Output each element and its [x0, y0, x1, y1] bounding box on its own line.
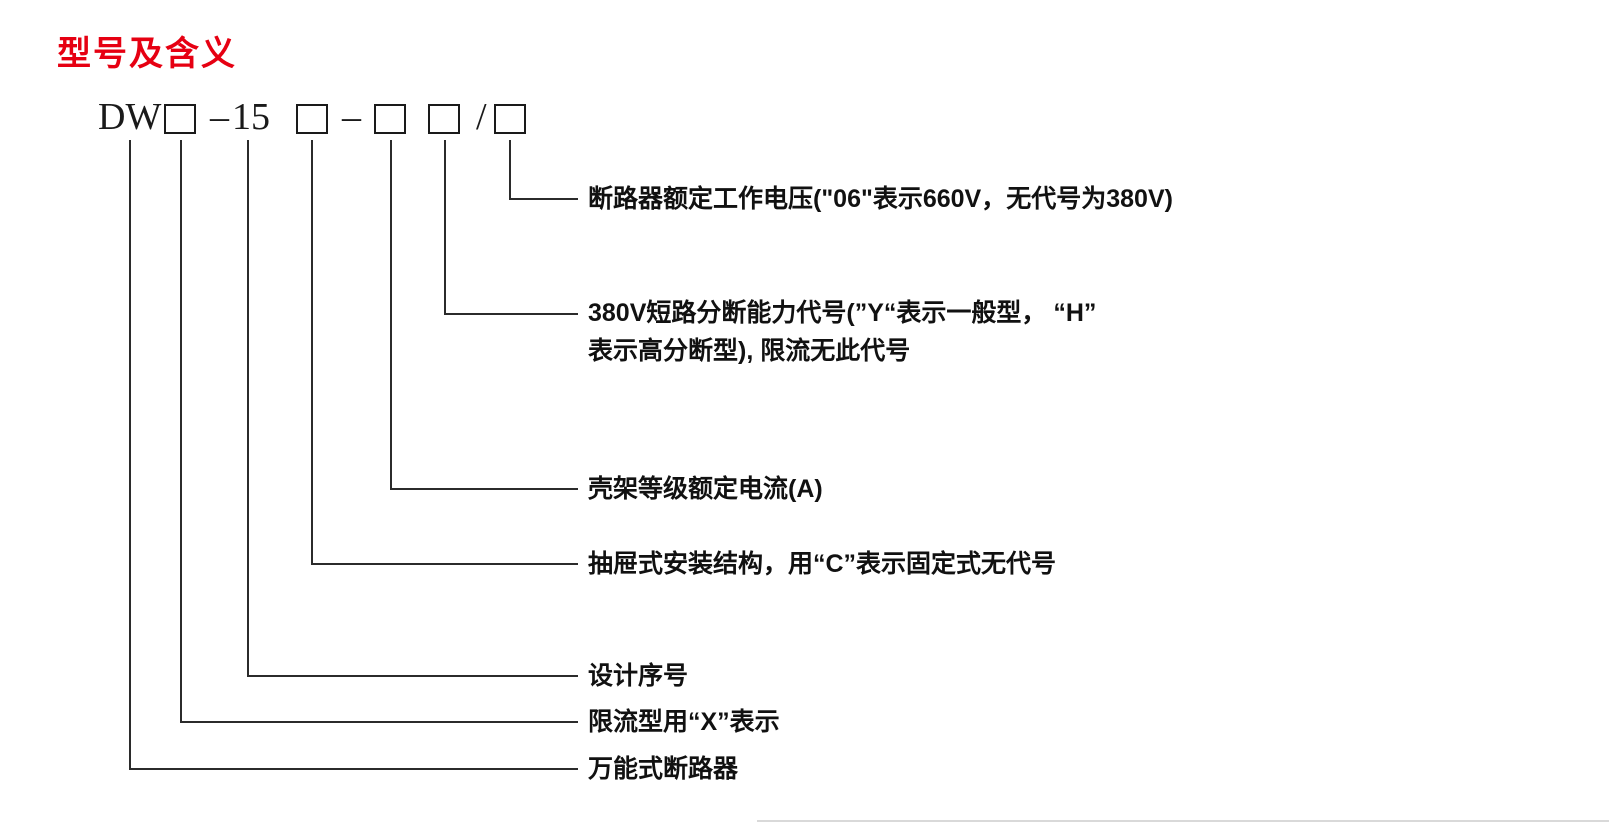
annotation-frame-rated-current: 壳架等级额定电流(A) — [588, 475, 823, 503]
annotation-universal-breaker: 万能式断路器 — [588, 755, 739, 783]
connector-hline-drawer-type — [311, 563, 578, 565]
connector-vline-current-limiting — [180, 140, 182, 723]
annotation-breaking-capacity-line1: 380V短路分断能力代号(”Y“表示一般型， “H” — [588, 299, 1097, 327]
model-box-3 — [374, 104, 406, 134]
connector-hline-universal-breaker — [129, 768, 578, 770]
connector-vline-design-serial — [247, 140, 249, 677]
page-title: 型号及含义 — [57, 35, 237, 73]
connector-vline-breaking-capacity — [444, 140, 446, 315]
model-slash: / — [476, 96, 487, 138]
connector-hline-rated-voltage — [509, 198, 578, 200]
connector-hline-design-serial — [247, 675, 578, 677]
annotation-current-limiting: 限流型用“X”表示 — [588, 708, 780, 736]
connector-hline-frame-current — [390, 488, 578, 490]
model-dash-2: – — [342, 96, 361, 138]
connector-hline-breaking-capacity — [444, 313, 578, 315]
connector-vline-universal-breaker — [129, 140, 131, 770]
model-box-2 — [296, 104, 328, 134]
model-dash-1: – — [210, 96, 229, 138]
model-box-4 — [428, 104, 460, 134]
connector-vline-rated-voltage — [509, 140, 511, 200]
connector-vline-frame-current — [390, 140, 392, 490]
annotation-drawer-type: 抽屉式安装结构，用“C”表示固定式无代号 — [588, 550, 1057, 578]
model-series-number: 15 — [232, 96, 270, 138]
model-prefix: DW — [98, 96, 162, 138]
annotation-design-serial: 设计序号 — [588, 662, 689, 690]
model-box-1 — [164, 104, 196, 134]
connector-vline-drawer-type — [311, 140, 313, 565]
annotation-breaking-capacity-line2: 表示高分断型), 限流无此代号 — [588, 337, 911, 365]
annotation-rated-working-voltage: 断路器额定工作电压("06"表示660V，无代号为380V) — [588, 185, 1173, 213]
bottom-divider — [757, 820, 1609, 822]
model-box-5 — [494, 104, 526, 134]
connector-hline-current-limiting — [180, 721, 578, 723]
